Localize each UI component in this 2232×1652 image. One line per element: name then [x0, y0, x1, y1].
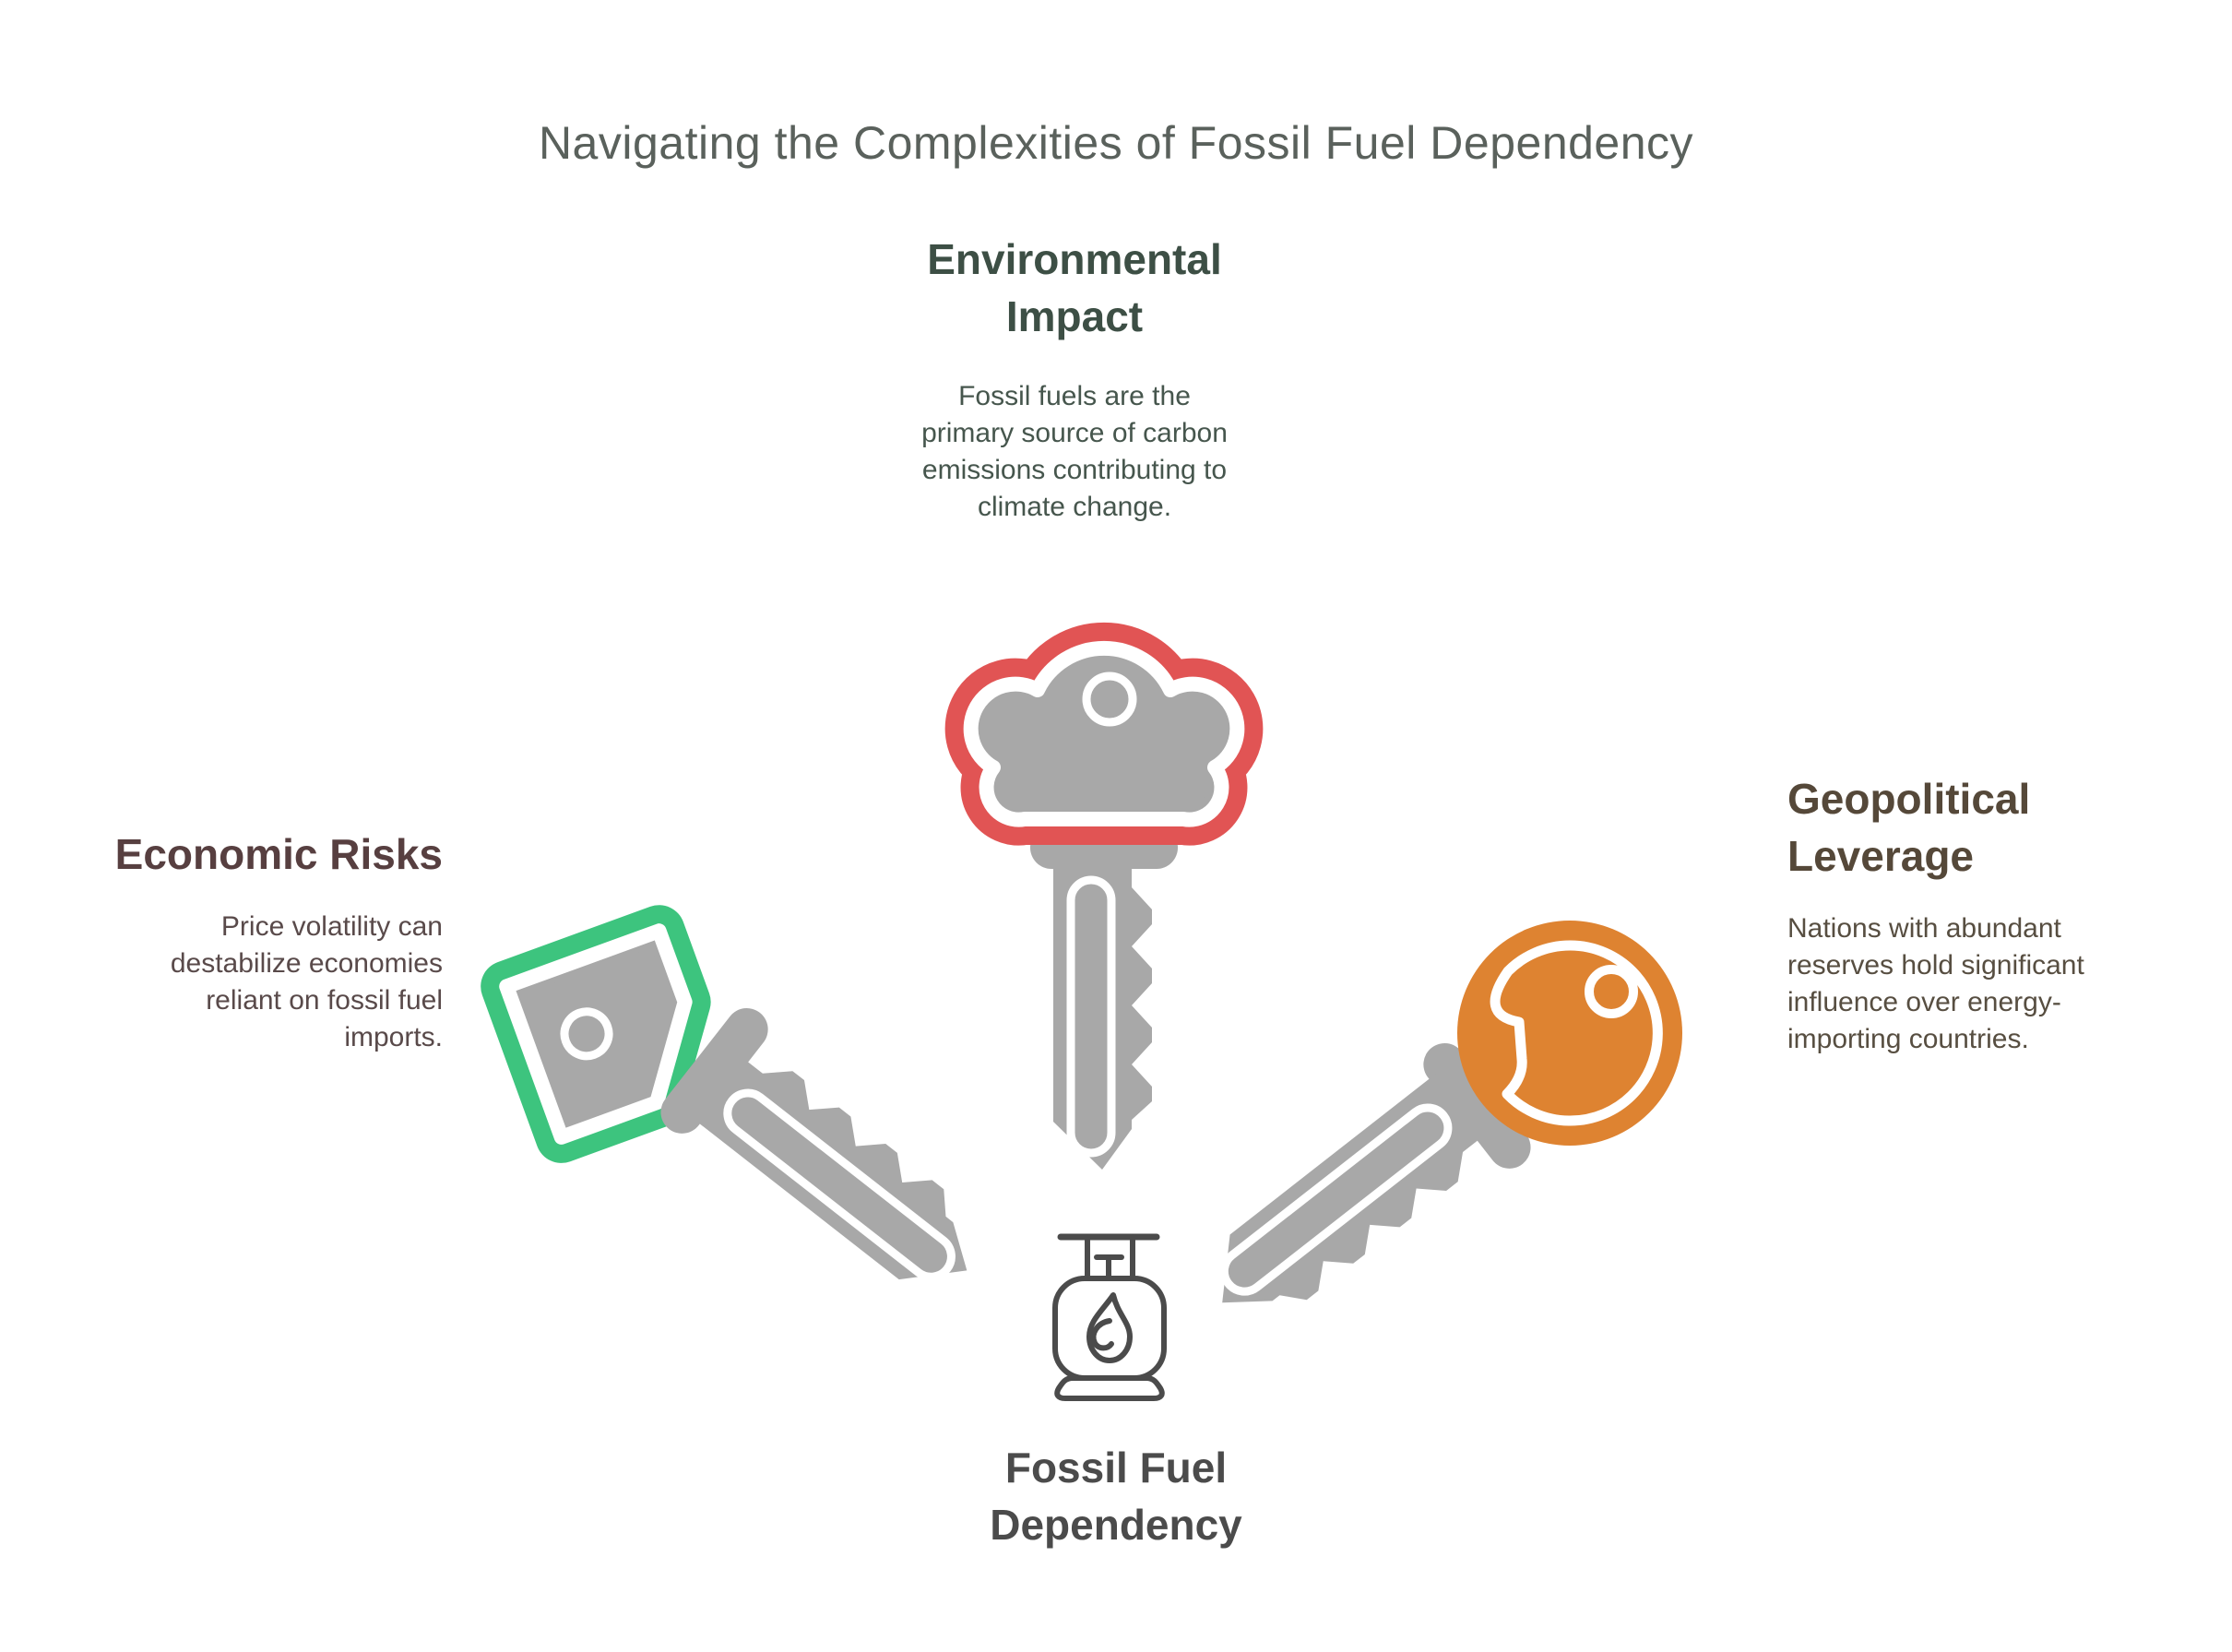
- section-economic-body: Price volatility can destabilize economi…: [170, 911, 443, 1052]
- page-title: Navigating the Complexities of Fossil Fu…: [538, 117, 1694, 169]
- center-label: Fossil Fuel Dependency: [990, 1444, 1242, 1549]
- section-environmental-heading: Environmental Impact: [927, 235, 1222, 340]
- section-geopolitical-heading: Geopolitical Leverage: [1787, 775, 2031, 880]
- section-geopolitical: Geopolitical Leverage Nations with abund…: [1787, 770, 2175, 1058]
- section-environmental: Environmental Impact Fossil fuels are th…: [872, 231, 1277, 526]
- section-geopolitical-body: Nations with abundant reserves hold sign…: [1787, 913, 2084, 1054]
- gas-canister-icon: [1052, 1233, 1167, 1401]
- key-economic-icon: [481, 905, 1014, 1327]
- section-economic: Economic Risks Price volatility can dest…: [92, 826, 443, 1056]
- section-economic-heading: Economic Risks: [114, 830, 443, 878]
- flame-icon: [1086, 1292, 1133, 1363]
- key-environmental-icon: [944, 622, 1264, 1170]
- section-environmental-body: Fossil fuels are the primary source of c…: [921, 381, 1228, 522]
- key-geopolitical-icon: [1178, 921, 1682, 1362]
